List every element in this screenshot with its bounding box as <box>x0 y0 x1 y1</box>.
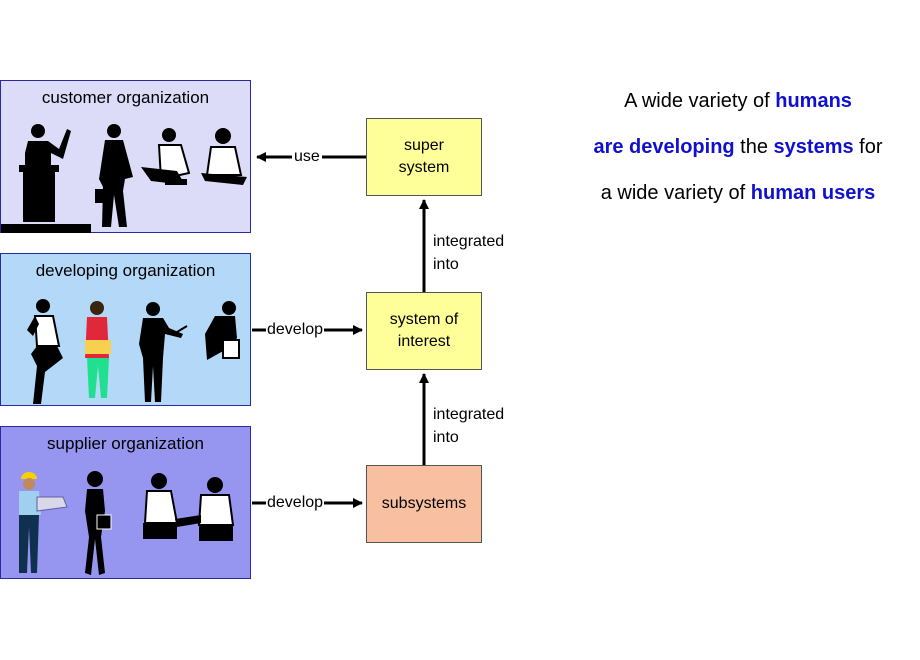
developing-organization-title: developing organization <box>35 261 216 280</box>
statement-line3-text: a wide variety of <box>600 182 751 204</box>
worker-with-hardhat-icon <box>19 472 68 573</box>
statement-line2-text-1: the <box>734 136 774 158</box>
develop-sub-label: develop <box>266 494 325 512</box>
system-of-interest-label-line2: interest <box>397 333 451 350</box>
speaker-at-podium-icon <box>1 124 91 233</box>
integrated-upper-label-line1: integrated <box>433 233 505 250</box>
super-system-label-line2: system <box>398 159 450 176</box>
supplier-organization-title: supplier organization <box>47 434 204 453</box>
integrated-lower-label: integrated into <box>433 403 504 449</box>
man-at-workbench-icon <box>205 301 240 360</box>
man-at-desk-icon <box>141 128 191 185</box>
statement-line-1: A wide variety of humans <box>556 90 920 113</box>
supplier-organization-box: supplier organization <box>0 426 251 579</box>
statement-line1-highlight: humans <box>775 90 852 112</box>
statement-line2-highlight-1: are developing <box>593 136 735 158</box>
use-label: use <box>292 148 322 166</box>
super-system-box: super system <box>366 118 482 196</box>
integrated-upper-label-line2: into <box>433 256 459 273</box>
customer-organization-box: customer organization <box>0 80 251 233</box>
super-system-label-line1: super <box>403 137 444 154</box>
woman-writing-icon <box>201 128 247 185</box>
statement-line3-highlight: human users <box>750 182 876 204</box>
statement-line-2: are developing the systems for <box>556 136 920 159</box>
statement-line2-highlight-2: systems <box>773 136 854 158</box>
integrated-lower-label-line2: into <box>433 429 459 446</box>
statement-line1-text: A wide variety of <box>624 90 776 112</box>
customer-organization-title: customer organization <box>41 88 210 107</box>
system-of-interest-label-line1: system of <box>389 311 459 328</box>
system-of-interest-box: system of interest <box>366 292 482 370</box>
handshake-icon <box>143 473 235 541</box>
integrated-lower-label-line1: integrated <box>433 406 505 423</box>
subsystems-label: subsystems <box>381 495 467 512</box>
developing-people <box>27 299 240 404</box>
supplier-people <box>19 471 235 575</box>
woman-with-folder-icon <box>85 471 112 575</box>
develop-soi-label: develop <box>266 321 325 339</box>
integrated-upper-label: integrated into <box>433 230 504 276</box>
businessman-with-briefcase-icon <box>95 124 133 227</box>
customer-people <box>1 124 247 233</box>
statement-line-3: a wide variety of human users <box>556 182 920 205</box>
developing-organization-box: developing organization <box>0 253 251 406</box>
man-holding-folder-icon <box>85 301 111 398</box>
statement-line2-text-2: for <box>853 136 883 158</box>
man-on-phone-icon <box>27 299 63 404</box>
subsystems-box: subsystems <box>366 465 482 543</box>
man-pointing-icon <box>139 302 188 402</box>
